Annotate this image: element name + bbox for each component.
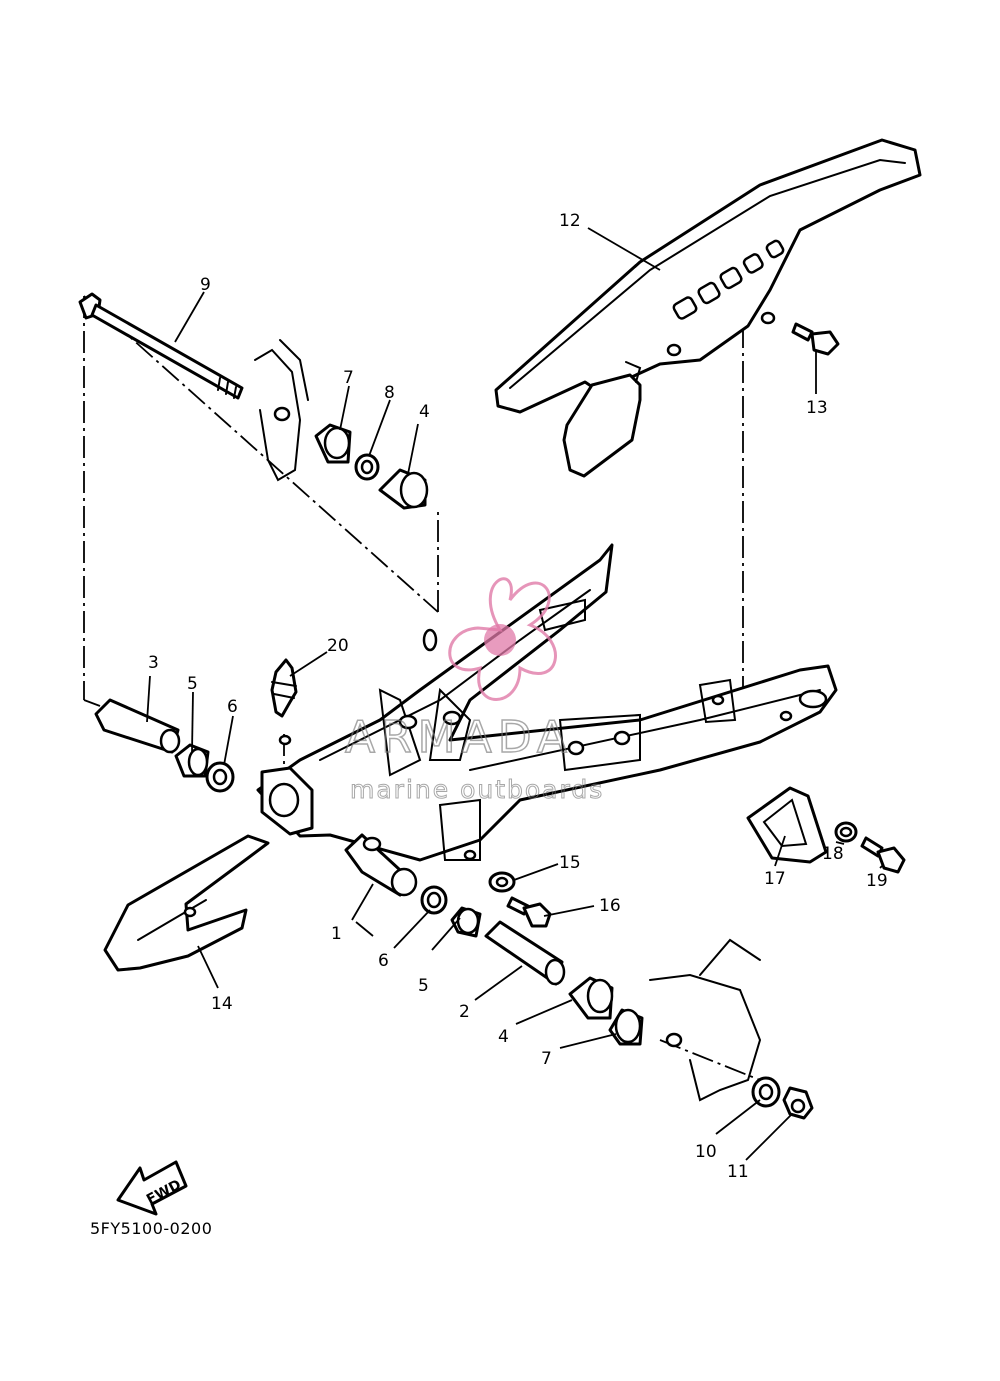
callout-6-left: 6 <box>227 697 238 717</box>
callout-4-top: 4 <box>419 402 430 422</box>
watermark-tagline: marine outboards <box>350 775 604 804</box>
watermark-logo-center <box>484 624 516 656</box>
callout-7-bottom: 7 <box>541 1049 552 1069</box>
chain-guide <box>103 834 270 972</box>
callout-4-bottom: 4 <box>498 1027 509 1047</box>
callout-6-right: 6 <box>378 951 389 971</box>
bushing-2 <box>484 920 566 986</box>
callout-19: 19 <box>866 871 888 891</box>
watermark-brand: ARMADA <box>345 712 573 763</box>
chain-case <box>494 138 922 478</box>
pivot-shaft <box>78 292 244 400</box>
bushing-4-bottom <box>568 976 614 1020</box>
callout-11: 11 <box>727 1162 749 1182</box>
washer-8 <box>354 453 380 481</box>
bolt-19 <box>860 836 906 874</box>
figure-code: 5FY5100-0200 <box>90 1219 212 1238</box>
washer-10 <box>751 1076 781 1108</box>
callout-8: 8 <box>384 383 395 403</box>
callout-18: 18 <box>822 844 844 864</box>
callout-10: 10 <box>695 1142 717 1162</box>
collar-7-top <box>314 423 352 464</box>
frame-stub-right <box>649 938 762 1102</box>
grease-nipple-20 <box>270 658 298 718</box>
callout-5-left: 5 <box>187 674 198 694</box>
collar-5-right <box>450 906 482 938</box>
swingarm <box>256 543 838 897</box>
washer-15 <box>488 871 516 893</box>
callout-3: 3 <box>148 653 159 673</box>
chain-guard <box>746 786 828 864</box>
bolt-16 <box>506 896 552 928</box>
collar-5-left <box>174 743 210 778</box>
callout-20: 20 <box>327 636 349 656</box>
collar-18 <box>834 821 858 843</box>
collar-7-bottom <box>608 1008 644 1046</box>
bushing-4-top <box>378 468 429 510</box>
callout-7-top: 7 <box>343 368 354 388</box>
callout-9: 9 <box>200 275 211 295</box>
callout-16: 16 <box>599 896 621 916</box>
callout-14: 14 <box>211 994 233 1014</box>
forward-arrow: FWD <box>116 1160 188 1216</box>
bolt-13 <box>791 322 840 356</box>
watermark: ARMADA marine outboards <box>344 577 604 805</box>
watermark-logo <box>448 577 557 701</box>
nut-11 <box>782 1086 814 1120</box>
callout-1: 1 <box>331 924 342 944</box>
callout-15: 15 <box>559 853 581 873</box>
callout-2: 2 <box>459 1002 470 1022</box>
leader-lines <box>146 227 883 1161</box>
callout-13: 13 <box>806 398 828 418</box>
frame-stub-left <box>254 339 309 482</box>
bushing-3 <box>94 698 181 754</box>
callouts: 1 2 3 4 4 5 5 6 6 7 7 8 9 10 11 12 13 14… <box>148 211 888 1182</box>
callout-12: 12 <box>559 211 581 231</box>
callout-17: 17 <box>764 869 786 889</box>
seal-6-left <box>205 761 235 793</box>
callout-5-right: 5 <box>418 976 429 996</box>
collar-6-right <box>420 885 448 915</box>
